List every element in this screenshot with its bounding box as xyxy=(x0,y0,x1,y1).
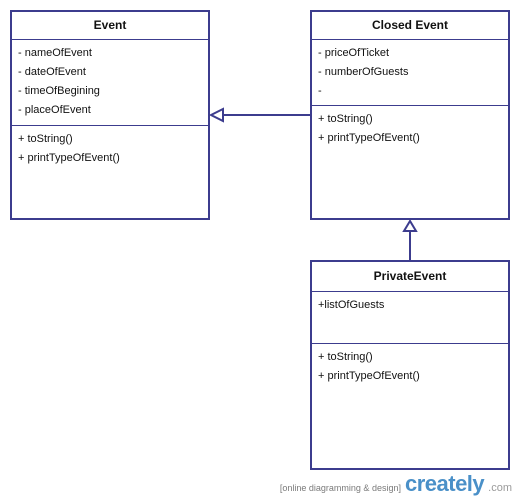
attribute: - priceOfTicket xyxy=(318,47,390,59)
attributes-section: +listOfGuests xyxy=(312,292,508,344)
class-event[interactable]: Event - nameOfEvent - dateOfEvent - time… xyxy=(10,10,210,220)
method: + printTypeOfEvent() xyxy=(318,132,420,144)
attribute: - numberOfGuests xyxy=(318,66,409,78)
footer-tagline: [online diagramming & design] xyxy=(279,483,401,493)
generalization-arrow-private-to-closed[interactable] xyxy=(402,219,418,260)
class-name: PrivateEvent xyxy=(312,262,508,292)
class-private-event[interactable]: PrivateEvent +listOfGuests + toString() … xyxy=(310,260,510,470)
attribute: - nameOfEvent xyxy=(18,47,92,59)
attribute: - xyxy=(318,85,322,97)
attribute: - timeOfBegining xyxy=(18,85,100,97)
class-name: Event xyxy=(12,12,208,40)
methods-section: + toString() + printTypeOfEvent() xyxy=(312,106,508,148)
footer-branding: [online diagramming & design] creately.c… xyxy=(280,471,512,497)
methods-section: + toString() + printTypeOfEvent() xyxy=(12,126,208,168)
methods-section: + toString() + printTypeOfEvent() xyxy=(312,344,508,386)
class-name: Closed Event xyxy=(312,12,508,40)
method: + toString() xyxy=(318,113,373,125)
attribute: - dateOfEvent xyxy=(18,66,86,78)
creately-logo: creately xyxy=(404,471,485,496)
attributes-section: - priceOfTicket - numberOfGuests - xyxy=(312,40,508,106)
attributes-section: - nameOfEvent - dateOfEvent - timeOfBegi… xyxy=(12,40,208,126)
generalization-arrow-closed-to-event[interactable] xyxy=(208,107,310,123)
method: + toString() xyxy=(318,351,373,363)
attribute: +listOfGuests xyxy=(318,299,385,311)
attribute: - placeOfEvent xyxy=(18,104,91,116)
method: + printTypeOfEvent() xyxy=(318,370,420,382)
method: + toString() xyxy=(18,133,73,145)
class-closed-event[interactable]: Closed Event - priceOfTicket - numberOfG… xyxy=(310,10,510,220)
method: + printTypeOfEvent() xyxy=(18,152,120,164)
logo-suffix: .com xyxy=(488,482,512,494)
